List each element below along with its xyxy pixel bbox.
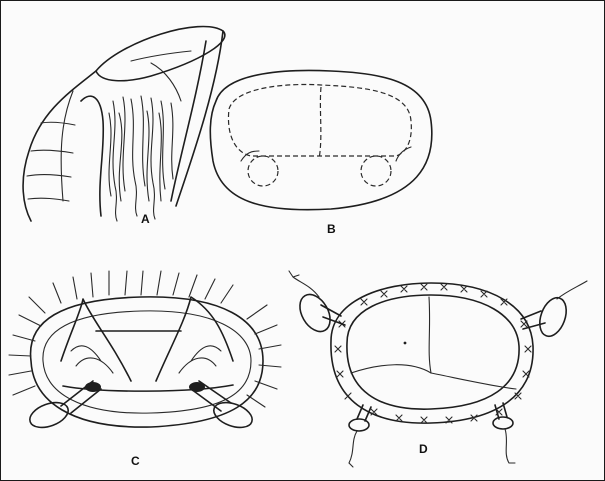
- panel-d-stitches: [335, 284, 531, 423]
- panel-label-c: C: [131, 454, 140, 468]
- panel-label-a: A: [141, 212, 150, 226]
- panel-label-b: B: [327, 222, 336, 236]
- panel-label-d: D: [419, 442, 428, 456]
- panel-c-fringe: [9, 271, 281, 407]
- panel-d-drawing: [289, 271, 587, 467]
- panel-b-drawing: [210, 70, 432, 209]
- panel-c-drawing: [9, 271, 281, 432]
- panel-a-drawing: [23, 27, 225, 221]
